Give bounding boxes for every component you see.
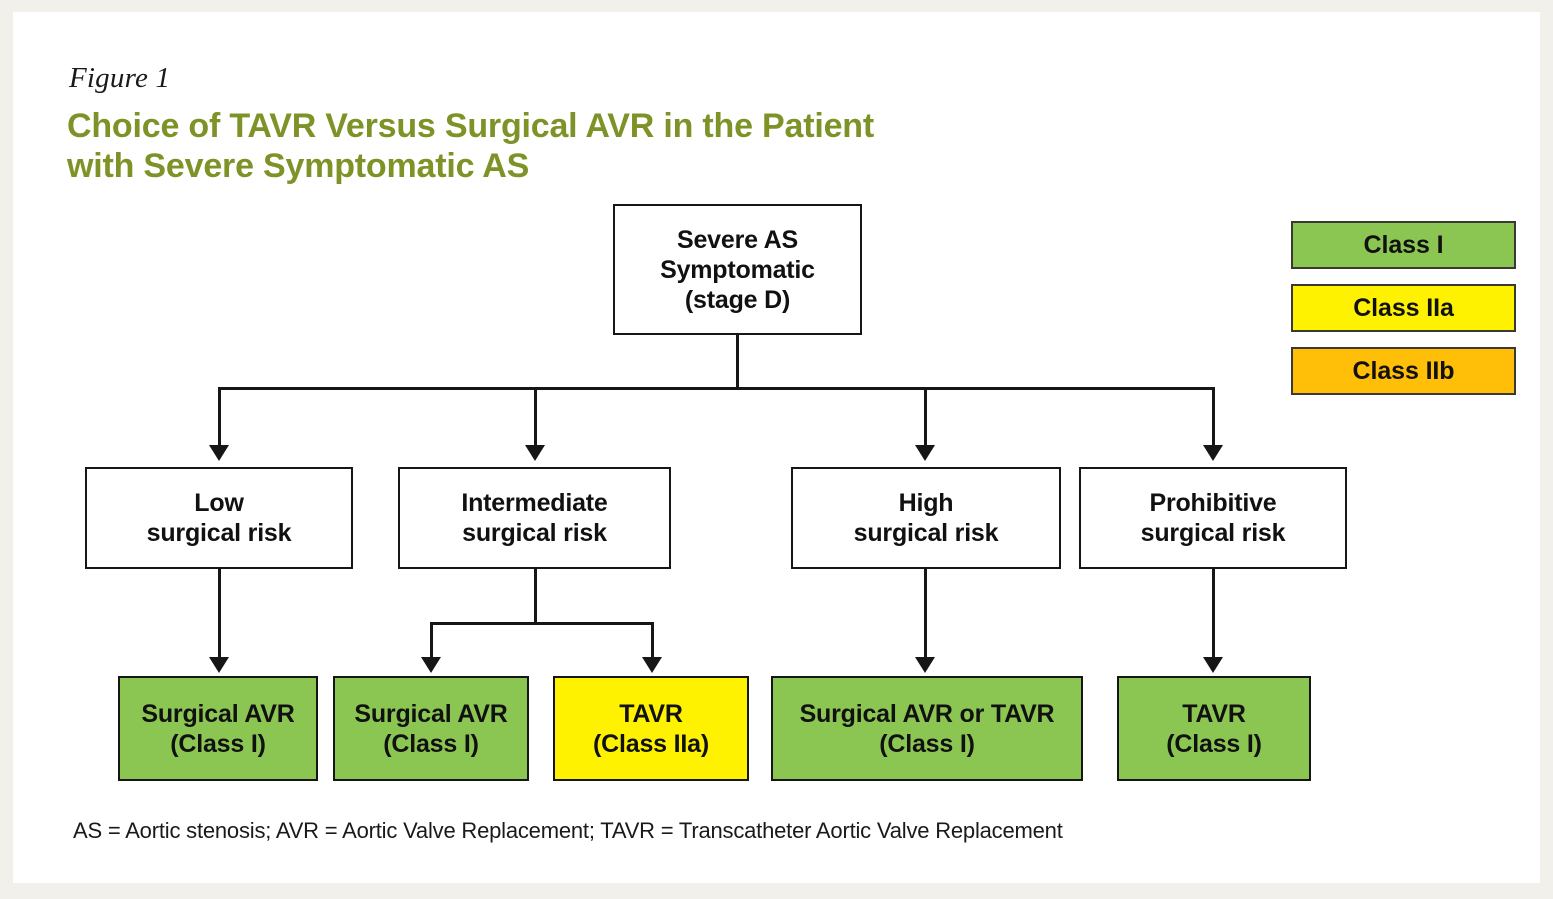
- node-high-line-1: High: [898, 489, 954, 517]
- node-recommendation-1: Surgical AVR (Class I): [118, 676, 318, 781]
- connector-distributor-bar: [218, 387, 1215, 390]
- arrowhead-intermediate-to-rec3: [642, 657, 662, 673]
- figure-title: Choice of TAVR Versus Surgical AVR in th…: [67, 106, 967, 186]
- legend-item-class-iia: Class IIa: [1291, 284, 1516, 332]
- connector-root-to-low: [218, 387, 221, 447]
- node-prohibitive-line-1: Prohibitive: [1149, 489, 1277, 517]
- legend-label-class-iib: Class IIb: [1352, 356, 1455, 385]
- node-high-surgical-risk: High surgical risk: [791, 467, 1061, 569]
- figure-title-line-1: Choice of TAVR Versus Surgical AVR in th…: [67, 107, 874, 145]
- arrowhead-intermediate-to-rec2: [421, 657, 441, 673]
- legend-label-class-i: Class I: [1363, 230, 1444, 259]
- legend-item-class-iib: Class IIb: [1291, 347, 1516, 395]
- node-prohibitive-line-2: surgical risk: [1140, 519, 1286, 547]
- connector-intermediate-to-rec3: [651, 622, 654, 659]
- arrowhead-high-to-rec4: [915, 657, 935, 673]
- node-recommendation-5: TAVR (Class I): [1117, 676, 1311, 781]
- connector-root-stem: [736, 335, 739, 389]
- rec-1-line-1: Surgical AVR: [141, 699, 295, 728]
- connector-intermediate-stem: [534, 569, 537, 624]
- node-low-line-1: Low: [194, 489, 244, 517]
- legend-item-class-i: Class I: [1291, 221, 1516, 269]
- node-intermediate-line-1: Intermediate: [461, 489, 608, 517]
- connector-low-to-rec1: [218, 569, 221, 659]
- figure-card: Figure 1 Choice of TAVR Versus Surgical …: [13, 12, 1540, 883]
- figure-title-line-2: with Severe Symptomatic AS: [67, 147, 530, 186]
- connector-root-to-prohibitive: [1212, 387, 1215, 447]
- connector-high-to-rec4: [924, 569, 927, 659]
- rec-2-line-2: (Class I): [383, 729, 479, 758]
- node-recommendation-2: Surgical AVR (Class I): [333, 676, 529, 781]
- node-intermediate-surgical-risk: Intermediate surgical risk: [398, 467, 671, 569]
- arrowhead-prohibitive-to-rec5: [1203, 657, 1223, 673]
- node-recommendation-4: Surgical AVR or TAVR (Class I): [771, 676, 1083, 781]
- arrowhead-root-to-prohibitive: [1203, 445, 1223, 461]
- legend-label-class-iia: Class IIa: [1353, 293, 1454, 322]
- connector-intermediate-split-bar: [430, 622, 654, 625]
- node-prohibitive-surgical-risk: Prohibitive surgical risk: [1079, 467, 1347, 569]
- rec-5-line-2: (Class I): [1166, 729, 1262, 758]
- node-recommendation-3: TAVR (Class IIa): [553, 676, 749, 781]
- rec-3-line-2: (Class IIa): [593, 729, 709, 758]
- connector-intermediate-to-rec2: [430, 622, 433, 659]
- rec-4-line-2: (Class I): [879, 729, 975, 758]
- figure-footnote: AS = Aortic stenosis; AVR = Aortic Valve…: [73, 818, 1063, 843]
- arrowhead-root-to-high: [915, 445, 935, 461]
- node-severe-as-symptomatic: Severe AS Symptomatic (stage D): [613, 204, 862, 335]
- node-root-line-1: Severe AS: [677, 225, 798, 254]
- rec-3-line-1: TAVR: [619, 699, 683, 728]
- node-low-surgical-risk: Low surgical risk: [85, 467, 353, 569]
- connector-root-to-high: [924, 387, 927, 447]
- arrowhead-low-to-rec1: [209, 657, 229, 673]
- connector-root-to-intermediate: [534, 387, 537, 447]
- rec-1-line-2: (Class I): [170, 729, 266, 758]
- node-high-line-2: surgical risk: [853, 519, 999, 547]
- node-low-line-2: surgical risk: [146, 519, 292, 547]
- node-intermediate-line-2: surgical risk: [462, 519, 607, 547]
- figure-number: Figure 1: [69, 62, 171, 94]
- rec-4-line-1: Surgical AVR or TAVR: [799, 699, 1055, 728]
- node-root-line-2: Symptomatic: [660, 255, 815, 284]
- node-root-line-3: (stage D): [684, 285, 791, 314]
- arrowhead-root-to-low: [209, 445, 229, 461]
- rec-2-line-1: Surgical AVR: [354, 699, 508, 728]
- arrowhead-root-to-intermediate: [525, 445, 545, 461]
- connector-prohibitive-to-rec5: [1212, 569, 1215, 659]
- rec-5-line-1: TAVR: [1182, 699, 1246, 728]
